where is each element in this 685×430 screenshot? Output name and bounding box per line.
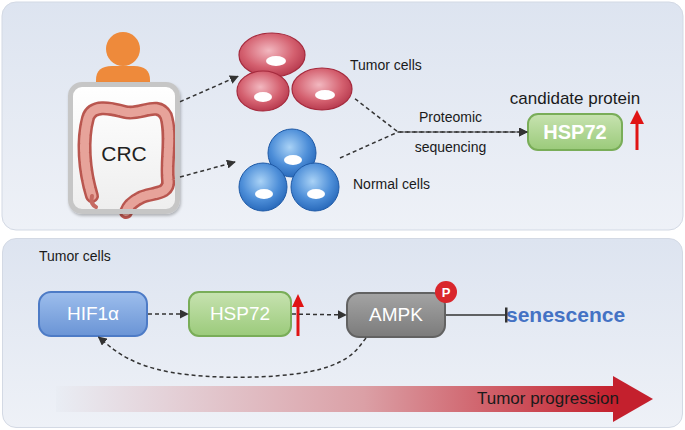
dashed-arrow xyxy=(355,99,527,132)
person-head xyxy=(106,32,140,66)
tumor-cell xyxy=(237,71,289,111)
pathway-panel: Tumor cellsHIF1α HSP72 AMPK senescenceTumor… xyxy=(2,238,683,428)
node-text: Normal cells xyxy=(353,176,430,192)
cell-nucleus xyxy=(315,90,335,100)
outcome-node: senescence xyxy=(506,298,636,332)
up-arrow-shaft xyxy=(297,305,300,336)
crc-box: CRC xyxy=(68,82,180,214)
dashed-arrow xyxy=(180,162,235,177)
protein-box: HSP72 xyxy=(188,291,292,337)
tumor-cell xyxy=(239,33,305,77)
protein-box: candidate proteinHSP72 xyxy=(527,113,623,151)
progression-head xyxy=(613,376,653,422)
progression-arrow: Tumor progression xyxy=(56,373,653,425)
edge-label: Proteomic sequencing xyxy=(403,102,499,162)
top-panel xyxy=(2,2,683,230)
up-arrow-head xyxy=(630,110,644,124)
up-arrow-head xyxy=(292,294,304,307)
cell-nucleus xyxy=(255,189,273,199)
dashed-arrow xyxy=(99,337,367,377)
node-text: senescence xyxy=(506,303,625,327)
normal-cell-cluster: Normal cells xyxy=(235,130,340,210)
node-text: candidate protein xyxy=(510,89,640,109)
node-text: CRC xyxy=(73,142,175,166)
node-text: AMPK xyxy=(369,304,423,326)
protein-box: HIF1α xyxy=(38,291,148,337)
kinase-box: AMPK xyxy=(346,292,446,338)
phospho-circle xyxy=(435,281,457,303)
dashed-arrow xyxy=(148,313,188,315)
node-text: HIF1α xyxy=(67,303,119,325)
dashed-arrow xyxy=(180,76,238,102)
node-text: Tumor cells xyxy=(350,57,422,73)
cell-nucleus xyxy=(284,155,302,165)
normal-cell xyxy=(239,163,287,211)
normal-cell xyxy=(291,163,339,211)
node-text: HSP72 xyxy=(543,121,606,144)
cell-nucleus xyxy=(307,189,325,199)
cell-nucleus xyxy=(266,56,286,66)
node-text: Tumor cells xyxy=(39,248,111,264)
dashed-arrow xyxy=(292,314,346,315)
cell-nucleus xyxy=(254,92,272,102)
node-text: HSP72 xyxy=(210,303,270,325)
tumor-cell-cluster: Tumor cells xyxy=(238,35,355,110)
up-arrow-shaft xyxy=(636,122,639,150)
inhibition-connector xyxy=(446,314,506,316)
dashed-arrow xyxy=(340,132,527,158)
appendix xyxy=(92,196,97,207)
node-text: Tumor progression xyxy=(477,389,619,409)
crc-box-fill xyxy=(70,84,178,212)
tumor-cell xyxy=(292,68,352,110)
